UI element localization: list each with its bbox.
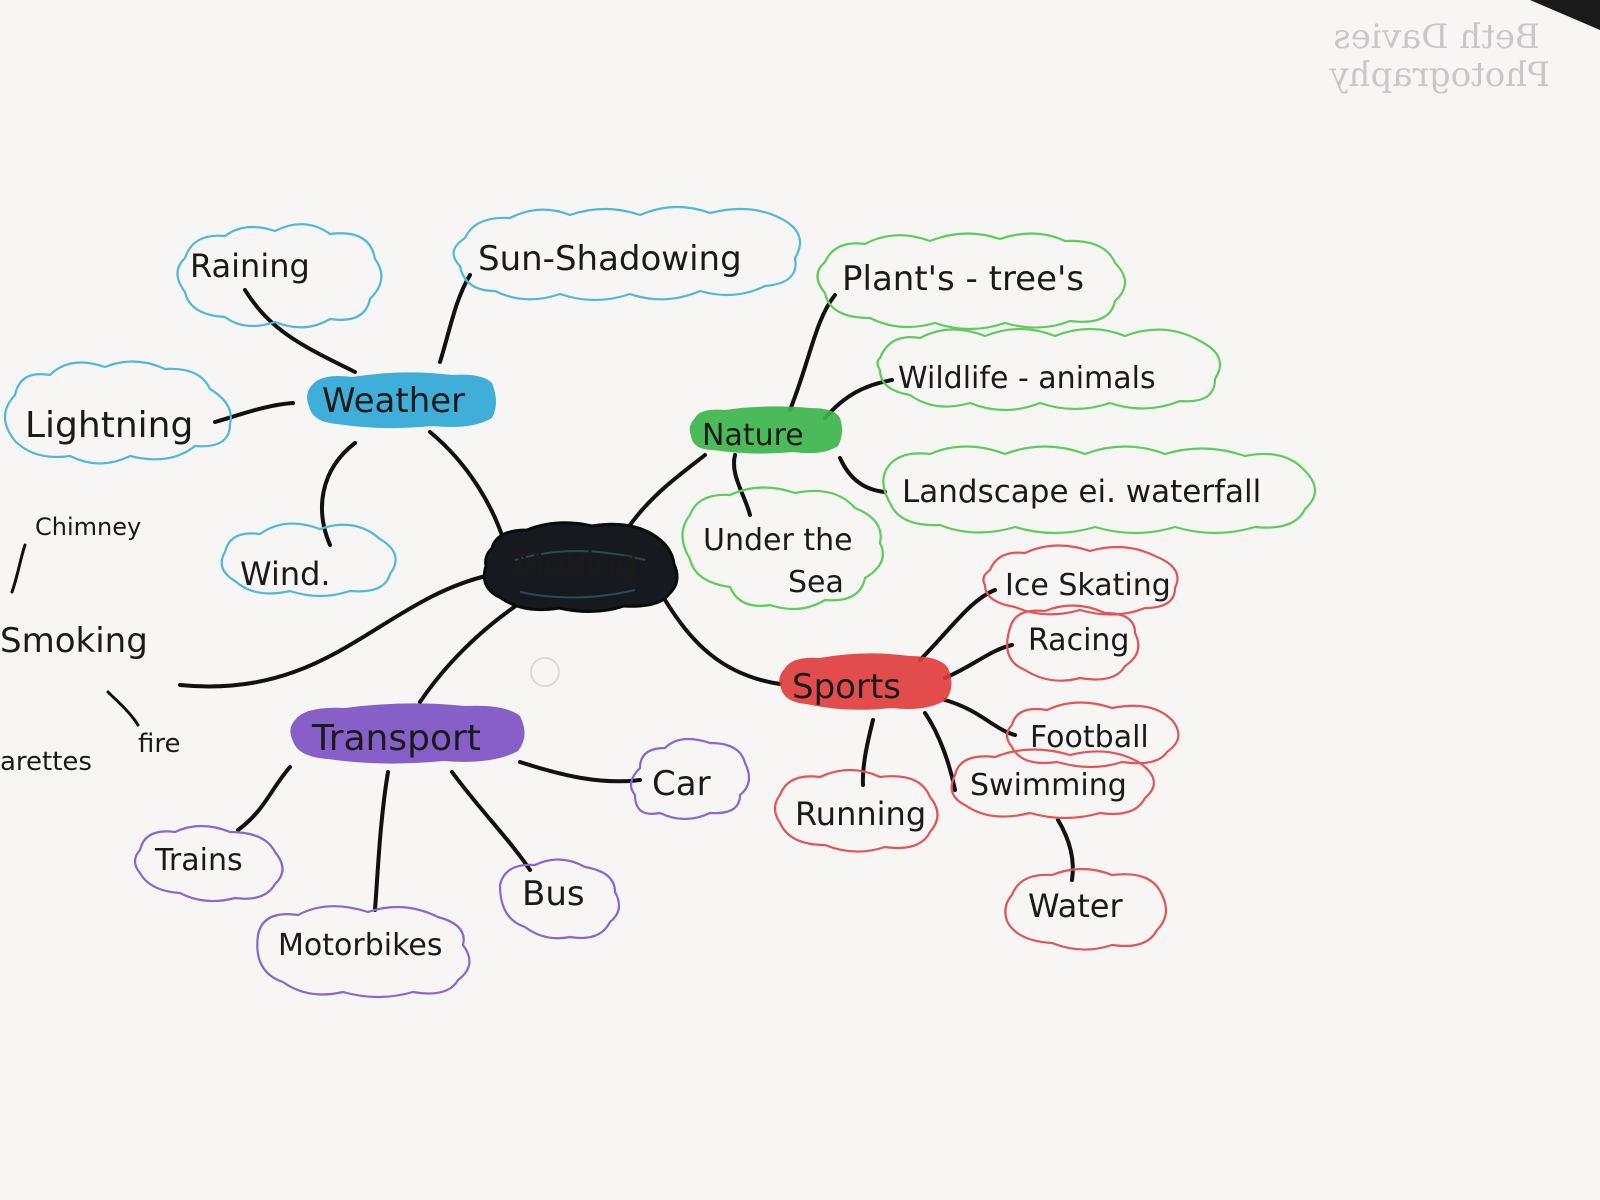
connector-transport-trains: [236, 765, 292, 832]
connector-sports-swimming: [923, 711, 957, 792]
cloud-landscape: [882, 445, 1317, 535]
leaf-sun-shadowing: Sun-Shadowing: [478, 239, 742, 279]
leaf-ice-skating: Ice Skating: [1005, 568, 1171, 603]
leaf-running: Running: [795, 795, 926, 833]
ghost-text-subject: Photography: [1329, 55, 1550, 95]
leaf-clouds: [3, 205, 1317, 999]
branch-label-smoking: Smoking: [0, 621, 148, 661]
cloud-wind: [220, 522, 397, 598]
nature-highlight: [689, 406, 843, 454]
leaf-under-the-sea-line2: Sea: [788, 565, 844, 600]
cloud-car: [629, 737, 751, 821]
sports-highlight: [779, 653, 952, 710]
branch-label-nature: Nature: [702, 418, 804, 453]
connector-transport-bus: [450, 770, 532, 872]
branch-label-sports: Sports: [792, 667, 901, 707]
connector-sports-football: [943, 698, 1017, 737]
connector-weather-wind: [320, 441, 357, 547]
leaf-motorbikes: Motorbikes: [278, 928, 442, 963]
leaf-football: Football: [1030, 720, 1149, 755]
leaf-racing: Racing: [1028, 623, 1129, 658]
leaf-lightning: Lightning: [25, 405, 193, 446]
cloud-bus: [498, 858, 621, 940]
weather-highlight: [307, 372, 496, 429]
connector-nature-wildlife: [823, 378, 894, 420]
page-corner-shadow: [1530, 0, 1600, 30]
connector-transport-motorbikes: [373, 770, 390, 912]
connector-smoking-chimney: [10, 543, 27, 594]
cloud-under-the-sea: [681, 486, 884, 611]
connector-moving-transport: [418, 601, 522, 704]
cloud-raining: [176, 223, 383, 329]
connector-sports-racing: [943, 643, 1014, 680]
leaf-trains: Trains: [154, 843, 243, 878]
leaf-car: Car: [652, 764, 711, 804]
cloud-running: [773, 768, 939, 853]
connector-weather-lightning: [213, 401, 295, 424]
connector-nature-undersea: [732, 453, 752, 517]
connector-moving-smoking: [178, 573, 492, 689]
moving-blob-sheen: [514, 550, 646, 599]
connector-moving-weather: [428, 430, 507, 547]
cloud-ice-skating: [982, 544, 1179, 616]
moving-blob: [482, 521, 679, 614]
ghost-text-name: Beth Davies: [1333, 17, 1540, 57]
cloud-swimming: [950, 748, 1155, 820]
cloud-racing: [1006, 604, 1140, 682]
leaf-wind: Wind.: [240, 555, 331, 593]
cloud-plants-trees: [816, 232, 1127, 331]
leaf-landscape: Landscape ei. waterfall: [902, 474, 1261, 510]
connector-moving-sports: [663, 598, 782, 686]
leaf-raining: Raining: [190, 247, 310, 285]
labels: Moving Weather Nature Sports Transport S…: [0, 239, 1261, 963]
cloud-water: [1004, 867, 1168, 951]
cloud-sun-shadowing: [452, 205, 802, 302]
leaf-fire: fire: [138, 729, 181, 759]
leaf-bus: Bus: [522, 874, 585, 914]
connector-sports-ice: [918, 588, 997, 662]
smudge-mark: [530, 657, 560, 687]
transport-highlight: [290, 703, 525, 764]
leaf-cigarettes: arettes: [0, 747, 92, 777]
cloud-wildlife-animals: [876, 327, 1222, 412]
leaf-wildlife-animals: Wildlife - animals: [898, 361, 1156, 396]
cloud-trains: [133, 824, 284, 903]
connector-nature-landscape: [838, 456, 887, 494]
connector-moving-nature: [623, 453, 707, 534]
branch-label-weather: Weather: [322, 381, 465, 421]
cloud-lightning: [3, 360, 232, 465]
branch-label-transport: Transport: [311, 718, 481, 759]
connector-weather-sun: [438, 273, 472, 364]
leaf-water: Water: [1028, 887, 1123, 925]
connector-transport-car: [518, 760, 642, 784]
leaf-under-the-sea-line1: Under the: [703, 523, 853, 558]
connector-sports-running: [860, 718, 875, 787]
center-label: Moving: [515, 544, 638, 584]
connector-weather-raining: [243, 288, 357, 374]
connector-swimming-water: [1056, 818, 1075, 882]
cloud-motorbikes: [256, 905, 471, 999]
ghost-writing: Beth Davies Photography: [1329, 17, 1550, 95]
smudges: [530, 657, 560, 687]
branch-highlights: [290, 372, 952, 764]
connector-nature-plants: [788, 293, 837, 412]
leaf-plants-trees: Plant's - tree's: [842, 259, 1084, 299]
connector-smoking-fire: [106, 690, 140, 727]
leaf-swimming: Swimming: [970, 768, 1127, 803]
cloud-football: [1005, 701, 1180, 769]
leaf-chimney: Chimney: [35, 513, 141, 541]
